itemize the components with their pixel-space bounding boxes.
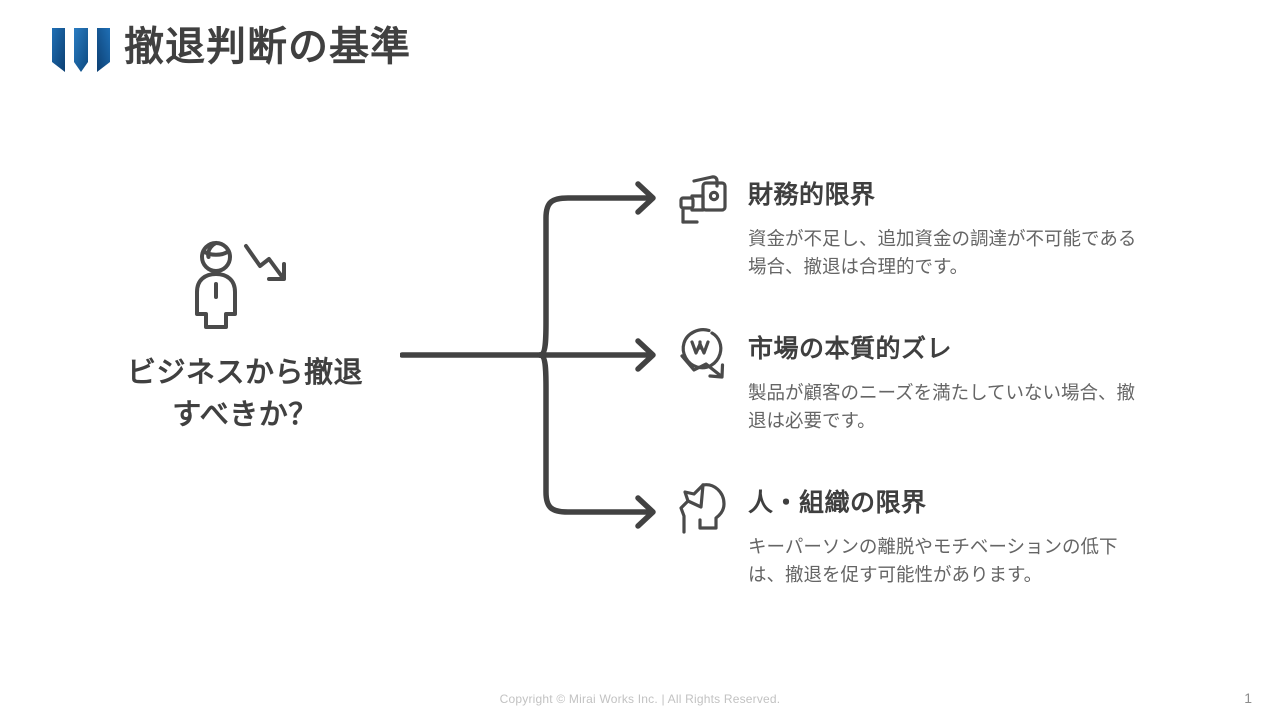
wallet-money-icon bbox=[676, 172, 732, 228]
branch-title: 市場の本質的ズレ bbox=[748, 335, 953, 363]
question-label-line-2: すべきか？ bbox=[172, 399, 318, 431]
head-profile-puzzle-icon bbox=[676, 480, 732, 536]
branch-title: 人・組織の限界 bbox=[748, 489, 927, 517]
question-label-line-1: ビジネスから撤退 bbox=[126, 357, 363, 389]
person-declining-trend-icon bbox=[190, 240, 300, 330]
branch-title: 財務的限界 bbox=[748, 181, 876, 209]
three-way-branch-connector bbox=[399, 170, 675, 540]
branch-description: 資金が不足し、追加資金の調達が不可能である場合、撤退は合理的です。 bbox=[748, 228, 1137, 277]
branch-description: 製品が顧客のニーズを満たしていない場合、撤退は必要です。 bbox=[748, 382, 1136, 431]
footer-copyright: Copyright © Mirai Works Inc. | All Right… bbox=[499, 692, 781, 706]
page-number: 1 bbox=[1244, 690, 1252, 706]
slide-header: 撤退判断の基準 bbox=[0, 0, 1280, 100]
branch-description: キーパーソンの離脱やモチベーションの低下は、撤退を促す可能性があります。 bbox=[748, 536, 1118, 585]
question-label: ビジネスから撤退 すべきか？ bbox=[70, 352, 420, 436]
page-title: 撤退判断の基準 bbox=[124, 25, 411, 69]
currency-circle-declining-arrow-icon bbox=[676, 326, 732, 382]
three-bars-logo-icon bbox=[50, 26, 112, 74]
